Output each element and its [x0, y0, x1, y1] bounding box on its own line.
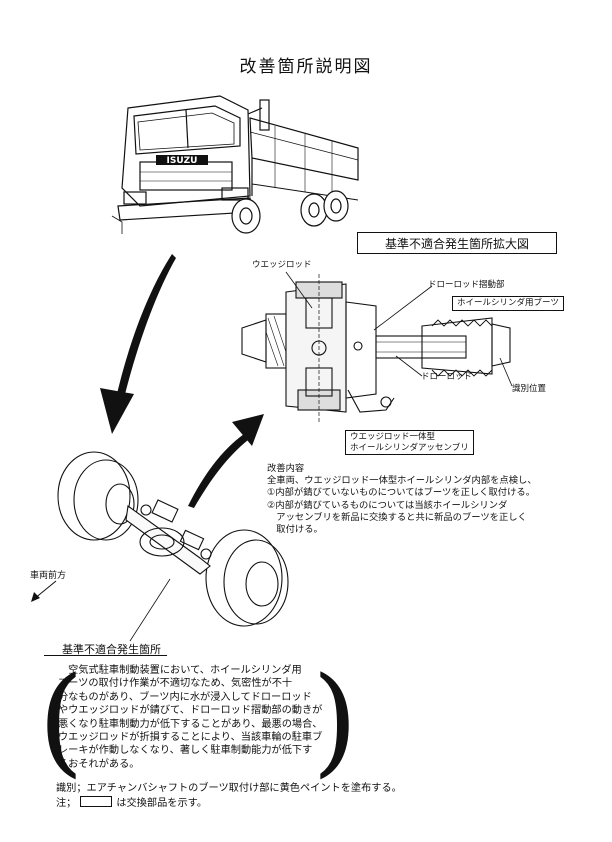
defect-description: 空気式駐車制動装置において、ホイールシリンダ用 ブーツの取付け作業が不適切なため… — [58, 664, 338, 771]
identification-note: 識別；エアチャンバシャフトのブーツ取付け部に黄色ペイントを塗布する。 — [56, 783, 402, 794]
improvement-section: 改善内容 全車両、ウエッジロッド一体型ホイールシリンダ内部を点検し、 ①内部が錆… — [267, 463, 537, 536]
direction-label: 車両前方 — [30, 571, 67, 581]
improvement-line: ①内部が錆びていないものについてはブーツを正しく取付ける。 — [267, 487, 535, 499]
axle-illustration — [57, 451, 289, 627]
defect-line: ブーツの取付け作業が不適切なため、気密性が不十 — [58, 678, 293, 690]
arrow-up-right-icon — [188, 414, 264, 508]
defect-line: 分なものがあり、ブーツ内に水が浸入してドローロッド — [58, 691, 312, 703]
note-prefix: 注； — [56, 798, 77, 809]
defect-line: 悪くなり駐車制動力が低下することがあり、最悪の場合、 — [58, 718, 323, 730]
label-wedge-rod: ウエッジロッド — [252, 260, 312, 270]
wheel-cylinder-diagram — [241, 274, 511, 422]
defect-line: るおそれがある。 — [58, 758, 140, 770]
label-draw-rod: ドローロッド — [421, 372, 473, 382]
improvement-heading: 改善内容 — [267, 463, 305, 474]
note-suffix: は交換部品を示す。 — [116, 798, 208, 809]
close-paren: ) — [312, 651, 359, 789]
label-wheel-cylinder-boot: ホイールシリンダ用ブーツ — [452, 296, 564, 311]
defect-line: やウエッジロッドが錆びて、ドローロッド摺動部の動きが — [58, 705, 323, 717]
label-wedge-assembly-line1: ウエッジロッド一体型 — [350, 432, 436, 442]
leader-line — [129, 578, 171, 642]
leader-line — [373, 285, 433, 331]
replacement-legend-box — [80, 796, 113, 807]
defect-label-underline — [44, 655, 167, 656]
enlarged-view-title: 基準不適合発生箇所拡大図 — [357, 232, 557, 254]
defect-label: 基準不適合発生箇所 — [62, 643, 161, 656]
label-draw-rod-slide: ドローロッド摺動部 — [428, 280, 505, 290]
truck-illustration: ISUZU — [111, 95, 359, 234]
defect-line: レーキが作動しなくなり、著しく駐車制動能力が低下す — [58, 745, 313, 757]
leader-line — [285, 271, 313, 309]
leader-line — [499, 357, 513, 387]
defect-line: ウエッジロッドが折損することにより、当該車輪の駐車ブ — [58, 732, 323, 744]
open-paren: ( — [38, 651, 85, 789]
direction-arrow-icon — [31, 580, 57, 602]
improvement-line: 取付ける。 — [267, 524, 323, 536]
improvement-line: 全車両、ウエッジロッド一体型ホイールシリンダ内部を点検し、 — [267, 475, 537, 487]
page-title: 改善箇所説明図 — [239, 57, 373, 77]
improvement-line: アッセンブリを新品に交換すると共に新品のブーツを正しく — [267, 511, 527, 523]
arrow-down-icon — [100, 254, 176, 434]
label-wedge-assembly: ウエッジロッド一体型 ホイールシリンダアッセンブリ — [345, 430, 474, 456]
label-wedge-assembly-line2: ホイールシリンダアッセンブリ — [350, 442, 469, 453]
truck-brand-badge: ISUZU — [167, 156, 198, 166]
label-identification-position: 識別位置 — [512, 384, 547, 394]
improvement-line: ②内部が錆びているものについては当該ホイールシリンダ — [267, 499, 508, 511]
leader-line — [395, 355, 423, 377]
defect-line: 空気式駐車制動装置において、ホイールシリンダ用 — [58, 665, 302, 676]
replacement-note: 注； は交換部品を示す。 — [56, 794, 207, 809]
